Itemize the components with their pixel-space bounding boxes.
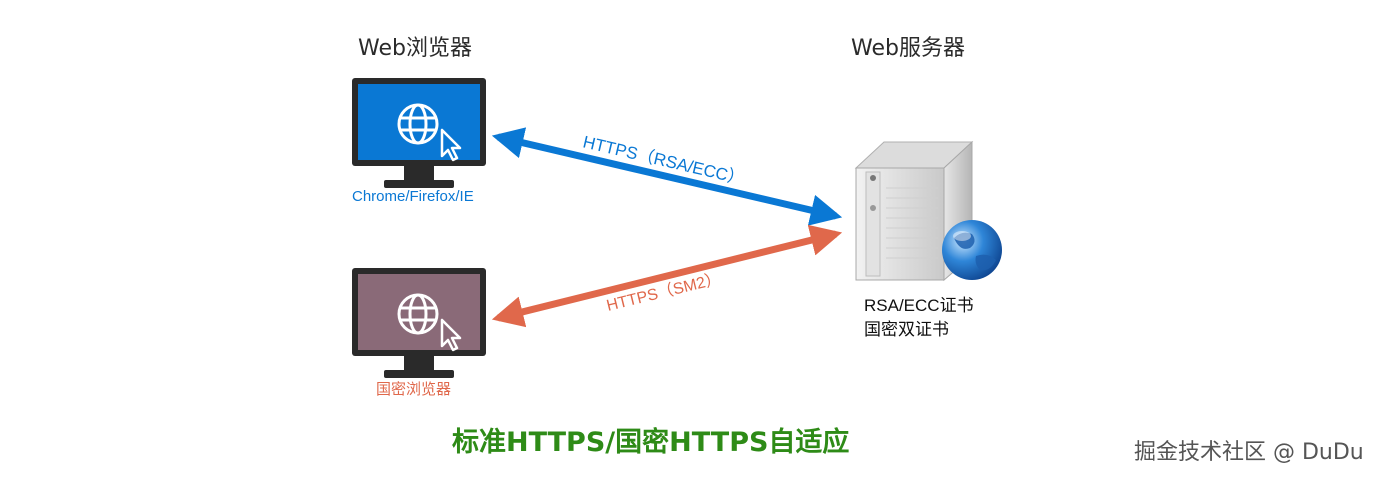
sm2-arrow [491,224,843,328]
cert-line-sm: 国密双证书 [864,320,949,339]
watermark: 掘金技术社区 @ DuDu [1134,440,1364,465]
footer-caption: 标准HTTPS/国密HTTPS自适应 [452,427,850,458]
standard-browser-monitor [352,78,486,196]
rsa-arrow [491,127,843,226]
sm-browser-label: 国密浏览器 [376,381,452,398]
cursor-icon [440,128,462,162]
cert-line-rsa: RSA/ECC证书 [864,296,974,315]
standard-browser-label: Chrome/Firefox/IE [352,188,474,205]
cursor-icon [440,318,462,352]
earth-globe-icon [942,220,1002,280]
monitor-icon [352,268,486,378]
monitor-icon [352,78,486,188]
sm-browser-monitor [352,268,486,386]
globe-icon [397,293,439,335]
server-icon [854,140,1002,282]
server-column-title: Web服务器 [851,36,965,61]
web-server [846,138,1008,288]
browser-column-title: Web浏览器 [358,36,472,61]
globe-icon [397,103,439,145]
